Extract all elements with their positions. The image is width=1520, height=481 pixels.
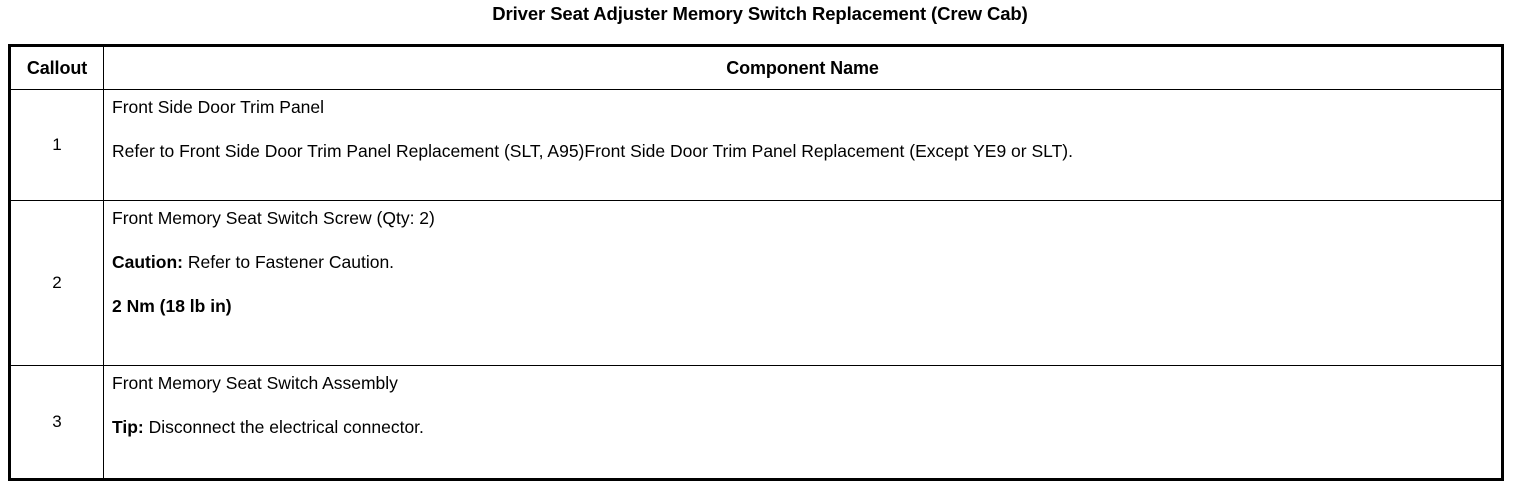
page-title: Driver Seat Adjuster Memory Switch Repla… (492, 3, 1028, 24)
line-lead-label: Tip: (112, 417, 144, 437)
component-line: 2 Nm (18 lb in) (112, 297, 1495, 316)
line-text: Disconnect the electrical connector. (143, 417, 424, 437)
component-line: Tip: Disconnect the electrical connector… (112, 418, 1495, 437)
line-text: Refer to Fastener Caution. (182, 252, 395, 272)
component-line: Caution: Refer to Fastener Caution. (112, 253, 1495, 272)
column-header-component-name: Component Name (103, 45, 1503, 90)
component-line: Front Side Door Trim Panel (112, 98, 1495, 117)
document-page: Driver Seat Adjuster Memory Switch Repla… (8, 3, 1504, 481)
column-header-callout: Callout (9, 45, 104, 90)
line-lead-label: Caution: (112, 252, 183, 272)
component-name-cell: Front Memory Seat Switch Screw (Qty: 2) C… (103, 200, 1503, 366)
line-text: 2 Nm (18 lb in) (112, 296, 232, 316)
callout-number: 2 (9, 200, 104, 366)
component-line: Front Memory Seat Switch Assembly (112, 374, 1495, 393)
table-header-row: Callout Component Name (9, 45, 1503, 90)
line-text: Front Memory Seat Switch Screw (Qty: 2) (112, 208, 435, 228)
line-text: Front Memory Seat Switch Assembly (112, 373, 398, 393)
callout-number: 3 (9, 365, 104, 480)
callout-number: 1 (9, 89, 104, 201)
component-line: Refer to Front Side Door Trim Panel Repl… (112, 142, 1495, 161)
table-header: Callout Component Name (9, 45, 1503, 90)
component-line: Front Memory Seat Switch Screw (Qty: 2) (112, 209, 1495, 228)
line-text: Front Side Door Trim Panel (112, 97, 325, 117)
line-text: Refer to Front Side Door Trim Panel Repl… (112, 141, 1073, 161)
